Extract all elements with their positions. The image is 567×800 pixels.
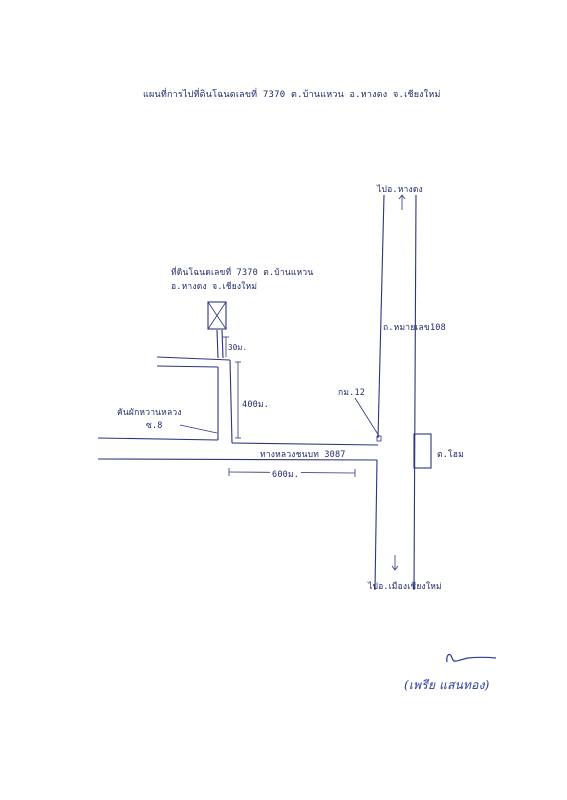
plot-label-line2: อ.หางดง จ.เชียงใหม่ [171, 282, 258, 292]
signatory-name: (เพรีย แสนทอง) [404, 678, 490, 692]
canal-road-south [156, 365, 219, 368]
highway-north-edge-west [97, 437, 219, 441]
canal-label-line1: คันผักหวานหลวง [117, 408, 182, 418]
highway-north-edge [231, 442, 379, 446]
canal-label-line2: ซ.8 [146, 421, 163, 431]
market-box [413, 433, 432, 469]
plot-label-line1: ที่ดินโฉนดเลขที่ 7370 ต.บ้านแหวน [171, 268, 314, 278]
plot-access-west [216, 329, 219, 359]
north-arrow-head [398, 194, 406, 200]
km-marker-label: กม.12 [338, 388, 366, 398]
canal-label-leader [179, 424, 218, 434]
south-arrow-head [391, 565, 399, 571]
km-marker-leader [354, 397, 380, 437]
lane-east-edge [229, 359, 233, 444]
signature-mark [446, 653, 497, 663]
main-road-east-edge [413, 194, 417, 591]
lane-distance-label: 400ม. [242, 400, 270, 410]
plot-distance-label: 30ม. [228, 343, 248, 352]
land-plot-cross-b [207, 301, 227, 330]
document-title: แผนที่การไปที่ดินโฉนดเลขที่ 7370 ต.บ้านแ… [143, 90, 441, 100]
canal-road-north [156, 356, 231, 361]
highway-distance-label: 600ม. [270, 467, 302, 481]
village-road-label: ถ.หมายเลข108 [383, 323, 446, 333]
highway-south-edge [97, 458, 378, 461]
land-plot [207, 301, 227, 330]
main-road-west-edge-south [374, 459, 378, 591]
plot-access-east [221, 329, 224, 359]
south-destination-label: ไปอ.เมืองเชียงใหม่ [368, 582, 442, 592]
market-label: ต.โฮม [437, 450, 464, 460]
highway-label: ทางหลวงชนบท 3087 [260, 450, 346, 460]
north-destination-label: ไปอ.หางดง [377, 185, 423, 195]
main-road-west-edge [377, 194, 385, 439]
